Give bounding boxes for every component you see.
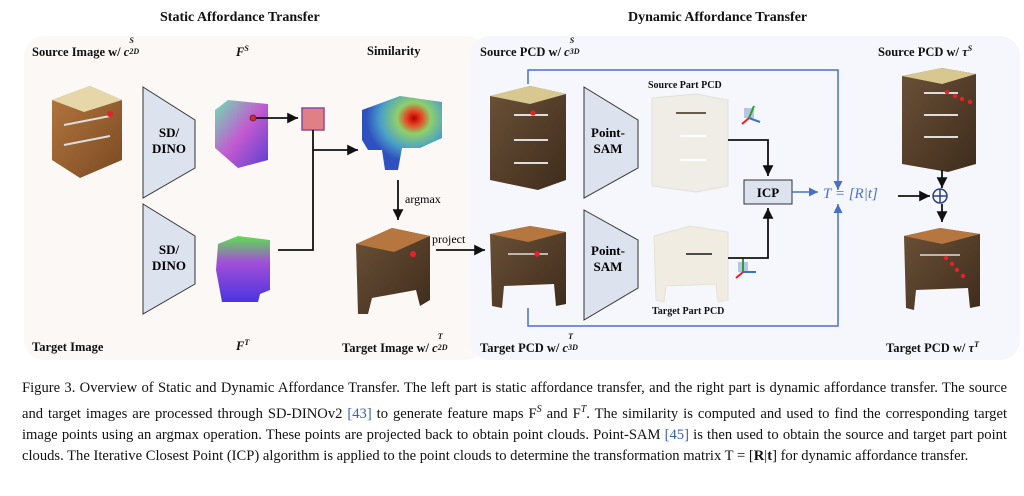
source-pcd-tau-cabinet (902, 68, 976, 172)
math-sup: T (974, 340, 979, 349)
citation-link[interactable]: [45] (664, 426, 689, 443)
label-text: Target PCD w/ (480, 341, 563, 355)
target-part-pcd-label: Target Part PCD (652, 306, 725, 317)
caption-text: to generate feature maps F (371, 405, 537, 422)
feature-map-source (215, 100, 268, 168)
label-text: Target PCD w/ (886, 341, 969, 356)
caption-text: ] for dynamic affordance transfer. (772, 447, 969, 464)
caption-text: . The similarity is computed and used to… (22, 405, 1007, 443)
math-sub: 2D (129, 47, 140, 56)
dynamic-section-title: Dynamic Affordance Transfer (628, 10, 808, 25)
caption-prefix: Figure 3. (22, 380, 76, 396)
caption-sup: S (536, 404, 542, 415)
target-part-pcd (653, 225, 729, 303)
plus-circle-icon (932, 188, 948, 204)
keypoint (107, 111, 113, 117)
target-pcd-nightstand (490, 226, 566, 308)
target-nightstand-image (356, 228, 430, 314)
encoder-block-source (142, 86, 196, 199)
static-panel (24, 36, 486, 360)
math-sub: 3D (569, 47, 580, 56)
math-c: c (123, 45, 130, 59)
feature-map-source-label: FS (236, 44, 249, 60)
feature-map-target-label: FT (236, 338, 249, 354)
label-text: Source PCD w/ (878, 45, 963, 60)
math-tau: τ (962, 45, 968, 60)
figure-caption: Figure 3. Overview of Static and Dynamic… (22, 378, 1007, 467)
feature-map-target (216, 236, 270, 302)
query-feature-square (301, 107, 325, 131)
icp-block (743, 179, 793, 205)
math-sup: T (244, 338, 250, 347)
math-tau: τ (968, 341, 975, 356)
encoder-label: DINO (152, 141, 186, 156)
label-text: Source PCD w/ (480, 45, 565, 59)
math-c: c (564, 45, 570, 59)
caption-bold: R (753, 447, 765, 464)
encoder-label: SD/ (159, 242, 180, 257)
math-sup: S (244, 44, 249, 53)
label-text: Target Image w/ (342, 341, 433, 355)
source-part-pcd-label: Source Part PCD (648, 80, 722, 91)
segmenter-label: Point- (591, 125, 625, 140)
similarity-label: Similarity (367, 44, 421, 58)
math-sub: 3D (568, 343, 578, 352)
segmenter-label: SAM (594, 259, 623, 274)
project-label: project (432, 232, 466, 246)
math-sup: T (437, 332, 443, 341)
math-c: c (562, 341, 569, 355)
coordinate-axes-icon (741, 105, 761, 125)
transform-formula: T = [R|t] (823, 186, 878, 202)
caption-bold: t (767, 447, 773, 464)
similarity-heatmap (362, 96, 442, 170)
source-pcd-tau-label: Source PCD w/ τS (878, 44, 972, 60)
diagram-graphics: SD/ DINO SD/ DINO argmax project Point- (52, 68, 980, 327)
static-section-title: Static Affordance Transfer (160, 10, 320, 25)
target-pcd-tau-nightstand (904, 228, 980, 310)
math-sup: S (569, 36, 575, 45)
source-image-label-text: Source Image w/ (32, 45, 124, 59)
math-c: c (432, 341, 438, 355)
caption-text: and F (541, 405, 581, 422)
target-pcd-tau-label: Target PCD w/ τT (886, 340, 979, 356)
citation-link[interactable]: [43] (347, 405, 372, 422)
target-image-label: Target Image (32, 340, 104, 354)
segmenter-label: Point- (591, 243, 625, 258)
segmenter-block-source (583, 86, 639, 199)
math-sub: 2D (437, 343, 448, 352)
encoder-label: SD/ (159, 125, 180, 140)
caption-text: Overview of Static and Dynamic Affordanc… (22, 380, 1007, 422)
caption-text: is then used to obtain the source and ta… (22, 426, 1007, 464)
math-F: F (236, 339, 245, 354)
coordinate-axes-icon (735, 258, 756, 279)
segmenter-block-target (583, 209, 639, 321)
source-cabinet-image (52, 86, 122, 178)
segmenter-label: SAM (594, 141, 623, 156)
caption-text: | (764, 447, 768, 464)
math-sup: S (129, 36, 134, 45)
caption-sup: T (580, 404, 587, 415)
icp-label: ICP (757, 185, 779, 200)
encoder-block-target (142, 203, 196, 315)
source-part-pcd (651, 93, 729, 193)
argmax-label: argmax (405, 192, 441, 206)
encoder-label: DINO (152, 258, 186, 273)
source-pcd-cabinet (490, 86, 566, 190)
math-sup: T (568, 332, 573, 341)
math-F: F (236, 45, 245, 60)
math-sup: S (967, 44, 973, 53)
